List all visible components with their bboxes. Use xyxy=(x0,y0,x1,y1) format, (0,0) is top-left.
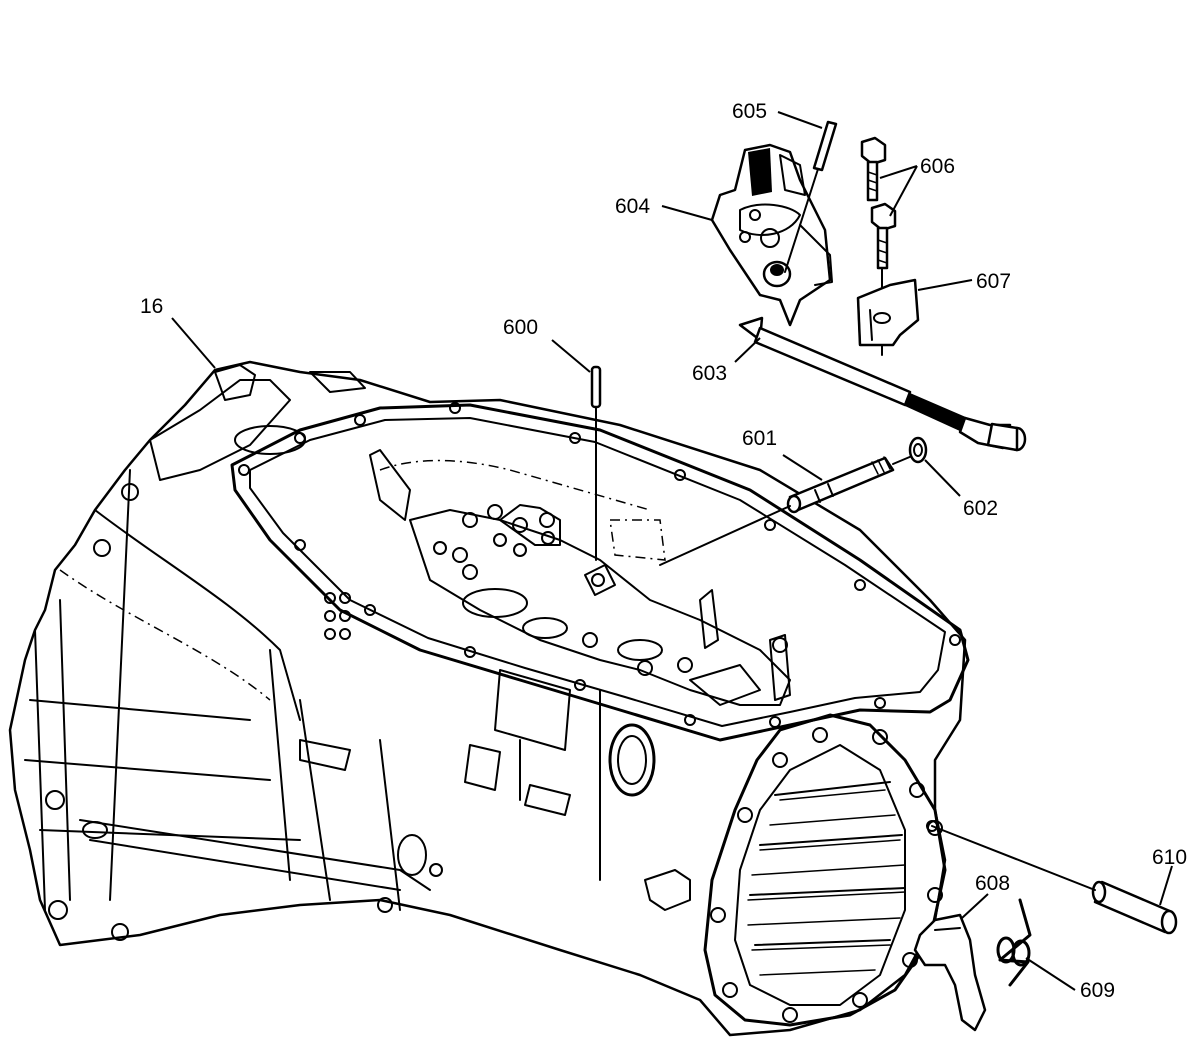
part-603-shift-rod xyxy=(738,316,1027,452)
callout-606: 606 xyxy=(920,155,955,178)
part-605-pin xyxy=(784,120,838,273)
callout-603: 603 xyxy=(692,362,727,385)
transmission-case xyxy=(8,360,970,1037)
part-610-pin xyxy=(926,820,1178,935)
callout-605: 605 xyxy=(732,100,767,123)
callout-604: 604 xyxy=(615,195,650,218)
part-606-bolts xyxy=(860,136,897,356)
part-600-pin xyxy=(590,365,602,561)
part-607-bracket xyxy=(856,278,920,347)
callout-600: 600 xyxy=(503,316,538,339)
callout-labels: 16 600 601 602 603 604 605 606 607 608 6… xyxy=(140,100,1187,1002)
case-bolt-cluster xyxy=(324,592,351,640)
part-608-lever xyxy=(913,913,987,1032)
callout-608: 608 xyxy=(975,872,1010,895)
rear-housing-face xyxy=(703,713,947,1027)
callout-607: 607 xyxy=(976,270,1011,293)
callout-601: 601 xyxy=(742,427,777,450)
flange-bolt-holes xyxy=(238,402,961,728)
leader-lines xyxy=(171,111,1173,991)
part-604-switch xyxy=(710,143,833,327)
part-609-spring xyxy=(996,898,1032,987)
callout-16: 16 xyxy=(140,295,163,318)
callout-602: 602 xyxy=(963,497,998,520)
part-601-shaft xyxy=(659,455,913,566)
callout-609: 609 xyxy=(1080,979,1115,1002)
callout-610: 610 xyxy=(1152,846,1187,869)
part-602-seal xyxy=(908,436,928,464)
